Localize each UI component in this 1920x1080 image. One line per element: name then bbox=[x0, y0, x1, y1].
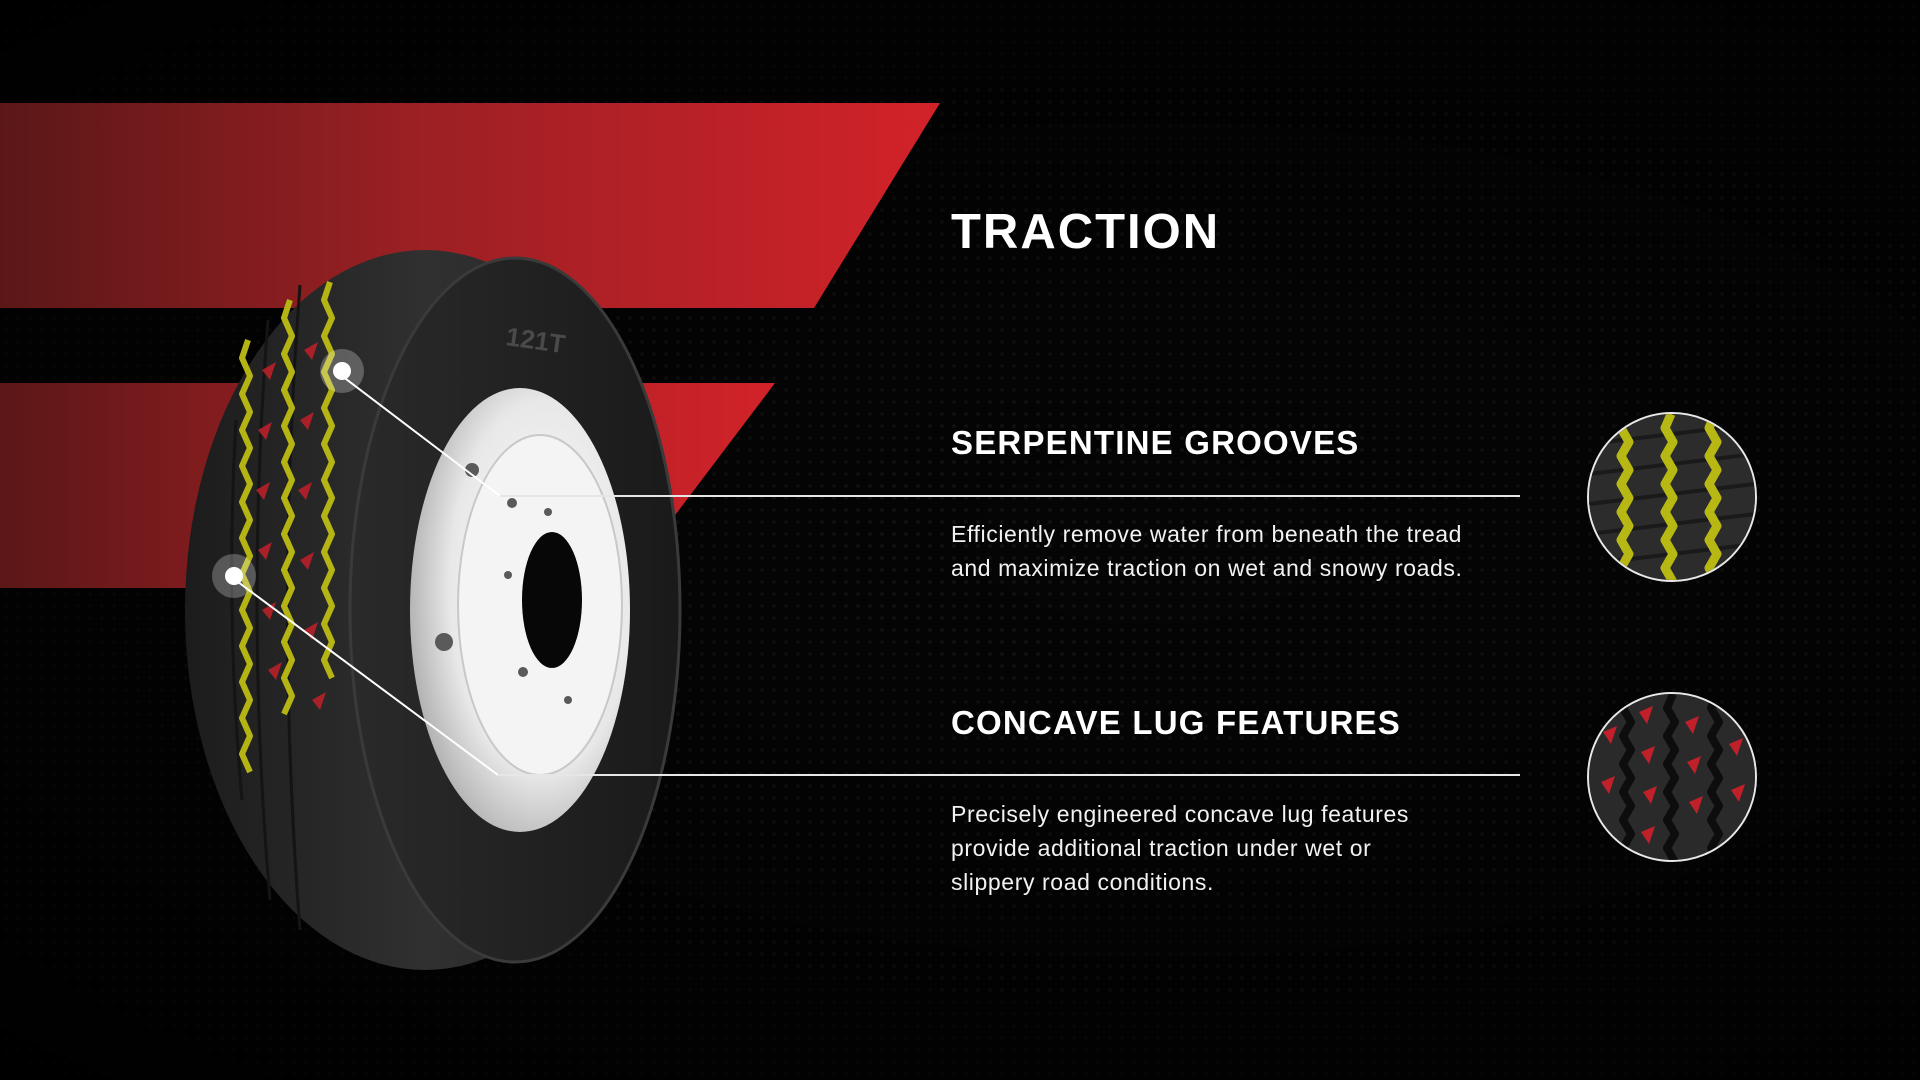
description-line: Efficiently remove water from beneath th… bbox=[951, 521, 1463, 547]
description-line: Precisely engineered concave lug feature… bbox=[951, 801, 1410, 827]
hotspot-serpentine bbox=[320, 349, 364, 393]
description-line: slippery road conditions. bbox=[951, 869, 1215, 895]
feature-description-serpentine: Efficiently remove water from beneath th… bbox=[951, 517, 1551, 585]
concave-lug-hotspot-button[interactable] bbox=[212, 554, 256, 598]
description-line: provide additional traction under wet or bbox=[951, 835, 1372, 861]
serpentine-groove-2 bbox=[281, 299, 295, 716]
serpentine-groove-1 bbox=[239, 339, 253, 774]
hotspot-concave-lug bbox=[212, 554, 256, 598]
serpentine-hotspot-button[interactable] bbox=[320, 349, 364, 393]
page-title: TRACTION bbox=[951, 205, 1221, 259]
feature-description-concave-lug: Precisely engineered concave lug feature… bbox=[951, 797, 1551, 899]
feature-title-serpentine: SERPENTINE GROOVES bbox=[951, 424, 1360, 461]
feature-title-concave-lug: CONCAVE LUG FEATURES bbox=[951, 704, 1401, 741]
description-line: and maximize traction on wet and snowy r… bbox=[951, 555, 1463, 581]
serpentine-groove-3 bbox=[321, 281, 335, 680]
concave-lug-closeup bbox=[1587, 692, 1757, 862]
serpentine-grooves-closeup bbox=[1587, 412, 1757, 582]
